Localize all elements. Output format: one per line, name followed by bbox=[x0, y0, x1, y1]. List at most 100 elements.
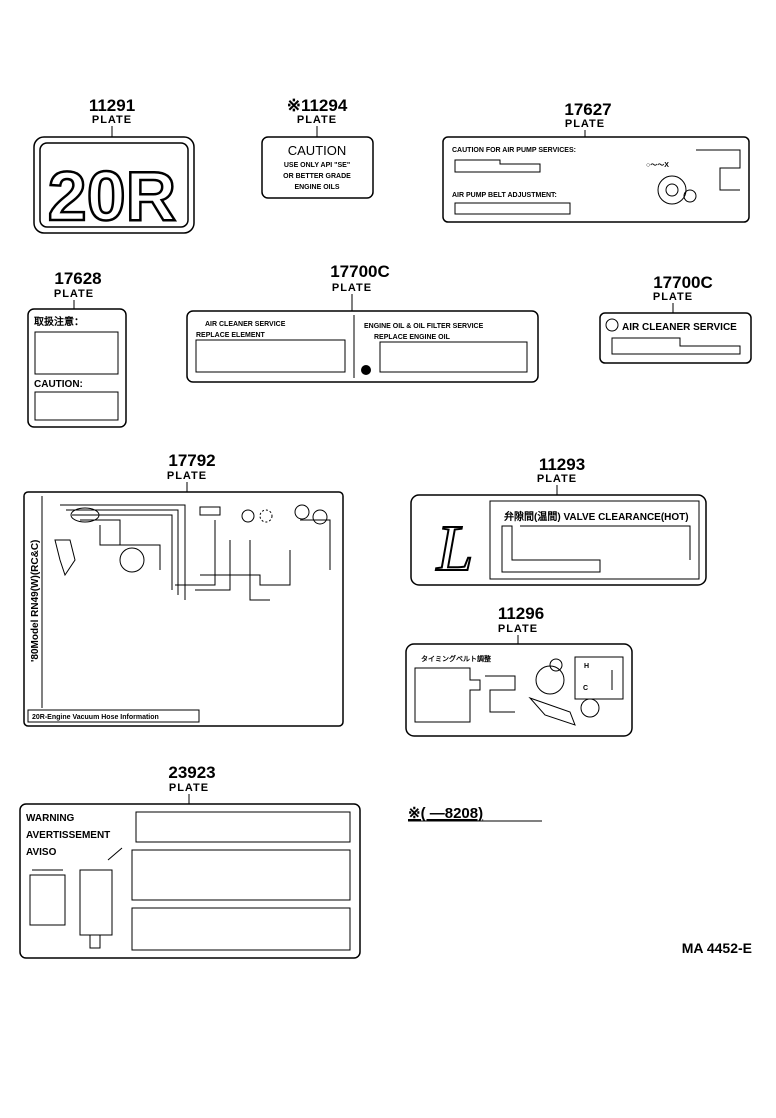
plate-outline bbox=[599, 312, 752, 364]
text-placeholder bbox=[379, 341, 528, 373]
plate-outline bbox=[410, 494, 707, 586]
plate-line: AIR CLEANER SERVICE bbox=[622, 322, 737, 333]
pulley-small-icon bbox=[683, 189, 697, 203]
plate-line: タイミングベルト調整 bbox=[421, 654, 491, 663]
part-11291: 11291 PLATE 20R bbox=[33, 96, 195, 236]
part-number: 17792 bbox=[168, 451, 215, 470]
part-label: PLATE bbox=[54, 288, 94, 300]
part-label: PLATE bbox=[332, 282, 372, 294]
plate-outline bbox=[405, 643, 633, 737]
text-placeholder bbox=[131, 907, 351, 951]
plate-line: 弁隙間(温間) VALVE CLEARANCE(HOT) bbox=[504, 510, 689, 523]
carburetor-icon bbox=[70, 507, 100, 523]
part-number: 23923 bbox=[168, 763, 215, 782]
text-placeholder bbox=[131, 849, 351, 901]
plate-line: REPLACE ENGINE OIL bbox=[374, 334, 451, 341]
plate-inner-border bbox=[39, 142, 189, 228]
text-placeholder bbox=[696, 149, 741, 191]
gauge-box bbox=[574, 656, 624, 700]
plate-outline bbox=[27, 308, 127, 428]
text-placeholder bbox=[611, 337, 741, 355]
valve-icon bbox=[54, 539, 76, 577]
plate-outline bbox=[186, 310, 539, 383]
plate-line: CAUTION FOR AIR PUMP SERVICES: bbox=[452, 147, 576, 154]
plate-engine-code: 20R bbox=[48, 157, 176, 235]
part-11296: 11296 PLATE タイミングベルト調整 H C bbox=[405, 604, 633, 737]
part-number: 17700C bbox=[653, 273, 713, 292]
tensioner-icon bbox=[580, 698, 600, 718]
plate-line: REPLACE ELEMENT bbox=[196, 332, 266, 339]
plate-outline bbox=[19, 803, 361, 959]
vsv-icon bbox=[199, 506, 221, 516]
sensor-icon bbox=[241, 509, 255, 523]
oil-can-icon bbox=[361, 365, 371, 375]
text-placeholder bbox=[34, 331, 119, 375]
clearance-box bbox=[489, 500, 700, 580]
plate-letter: L bbox=[436, 512, 474, 585]
part-number: ※11294 bbox=[287, 96, 348, 115]
part-17700c-dual: 17700C PLATE AIR CLEANER SERVICE REPLACE… bbox=[186, 262, 539, 383]
part-label: PLATE bbox=[653, 291, 693, 303]
part-label: PLATE bbox=[92, 114, 132, 126]
plate-caption: 20R-Engine Vacuum Hose Information bbox=[32, 714, 159, 721]
text-placeholder bbox=[454, 202, 571, 215]
plate-line: CAUTION bbox=[288, 143, 347, 158]
part-number: 17628 bbox=[54, 269, 101, 288]
plate-line: OR BETTER GRADE bbox=[283, 173, 351, 180]
pulley-hub-icon bbox=[665, 183, 679, 197]
part-17700c-air-cleaner: 17700C PLATE AIR CLEANER SERVICE bbox=[599, 273, 752, 364]
part-23923: 23923 PLATE WARNING AVERTISSEMENT AVISO bbox=[19, 763, 361, 959]
text-placeholder bbox=[501, 525, 691, 573]
canister-icon bbox=[119, 547, 145, 573]
part-number: 11291 bbox=[89, 96, 135, 115]
part-number: 17700C bbox=[330, 262, 390, 281]
gauge-label-h: H bbox=[584, 663, 589, 670]
part-label: PLATE bbox=[169, 782, 209, 794]
vacuum-hose-routing bbox=[60, 504, 331, 601]
model-label: '80Model RN49(W)(RC&C) bbox=[30, 540, 41, 662]
figure-code: MA 4452-E bbox=[682, 940, 752, 956]
plate-line: AVERTISSEMENT bbox=[26, 830, 110, 841]
text-placeholder bbox=[195, 339, 346, 373]
part-number: 11293 bbox=[539, 455, 585, 474]
text-placeholder bbox=[34, 391, 119, 421]
pulley-icon bbox=[657, 175, 687, 205]
filter-icon bbox=[312, 509, 328, 525]
pulley-icon bbox=[549, 658, 563, 672]
plate-outline bbox=[261, 136, 374, 199]
text-placeholder bbox=[135, 811, 351, 843]
part-number: 11296 bbox=[498, 604, 544, 623]
plate-line: ENGINE OIL & OIL FILTER SERVICE bbox=[364, 323, 484, 330]
plate-outline bbox=[23, 491, 344, 727]
part-label: PLATE bbox=[297, 114, 337, 126]
plate-outline bbox=[33, 136, 195, 234]
plate-outline bbox=[442, 136, 750, 223]
egr-valve-icon bbox=[294, 504, 310, 520]
part-11293: 11293 PLATE L 弁隙間(温間) VALVE CLEARANCE(HO… bbox=[410, 455, 707, 586]
plate-line: AIR PUMP BELT ADJUSTMENT: bbox=[452, 192, 557, 199]
plate-line: AIR CLEANER SERVICE bbox=[205, 321, 286, 328]
part-label: PLATE bbox=[565, 118, 605, 130]
belt-icon bbox=[528, 696, 576, 726]
sensor-optional-icon bbox=[259, 509, 273, 523]
plate-line: USE ONLY API "SE" bbox=[284, 162, 350, 169]
part-17792: 17792 PLATE '80Model RN49(W)(RC&C) 20R-E… bbox=[23, 451, 344, 727]
air-cleaner-icon bbox=[605, 318, 619, 332]
part-number: 17627 bbox=[564, 100, 611, 119]
plate-line: 取扱注意： bbox=[34, 315, 84, 328]
plate-line: WARNING bbox=[26, 813, 75, 824]
plate-line: CAUTION: bbox=[34, 379, 83, 390]
text-placeholder bbox=[414, 667, 516, 723]
part-17627: 17627 PLATE CAUTION FOR AIR PUMP SERVICE… bbox=[442, 100, 750, 223]
belt-symbols: ○～～X bbox=[646, 162, 669, 169]
part-label: PLATE bbox=[537, 473, 577, 485]
text-placeholder bbox=[454, 159, 541, 173]
gauge-label-c: C bbox=[583, 685, 588, 692]
date-note: ※( —8208) bbox=[408, 805, 483, 822]
part-11294: ※11294 PLATE CAUTION USE ONLY API "SE" O… bbox=[261, 96, 374, 199]
fuel-filter-icon bbox=[29, 847, 123, 949]
part-label: PLATE bbox=[167, 470, 207, 482]
part-label: PLATE bbox=[498, 623, 538, 635]
part-17628: 17628 PLATE 取扱注意： CAUTION: bbox=[27, 269, 127, 428]
